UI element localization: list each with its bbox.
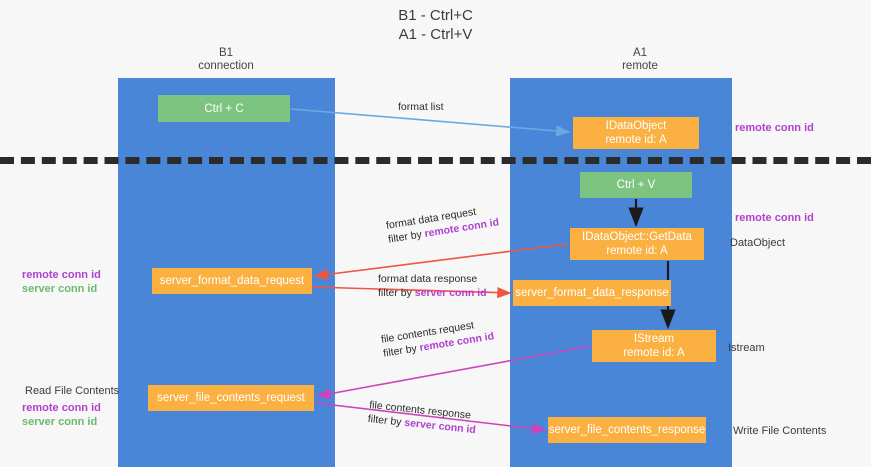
lane-header-a1-role: remote [622, 60, 658, 72]
side-label-left-conn-ids-bottom: remote conn id server conn id [22, 401, 101, 429]
side-label-left-server-conn-id-bottom: server conn id [22, 416, 98, 428]
lane-header-b1-name: B1 [218, 47, 234, 59]
side-label-left-conn-ids-mid: remote conn id server conn id [22, 268, 101, 296]
side-label-write-file-contents: Write File Contents [733, 425, 827, 437]
arrow-label-format-data-response-line2: filter by server conn id [378, 286, 487, 300]
arrow-label-format-list-text: format list [398, 101, 444, 113]
title-line-1: B1 - Ctrl+C [398, 7, 473, 24]
diagram-title: B1 - Ctrl+C A1 - Ctrl+V [0, 6, 871, 44]
node-idataobject-line1: IDataObject [605, 120, 667, 132]
node-ctrl-v-label: Ctrl + V [616, 179, 656, 191]
lane-header-a1-name: A1 [632, 47, 648, 59]
side-label-left-remote-conn-id-bottom: remote conn id [22, 402, 101, 414]
arrow-label-format-data-response-line1: format data response [378, 273, 478, 285]
node-server-file-contents-request-label: server_file_contents_request [157, 392, 305, 404]
node-istream-line2: remote id: A [623, 347, 685, 359]
node-ctrl-v[interactable]: Ctrl + V [580, 172, 692, 198]
arrow-label-file-contents-response: file contents response filter by server … [367, 398, 478, 437]
side-label-left-remote-conn-id-mid: remote conn id [22, 269, 101, 281]
arrow-label-file-contents-request: file contents request filter by remote c… [380, 315, 495, 360]
lane-header-a1: A1 remote [560, 47, 720, 73]
lane-header-b1-role: connection [198, 60, 254, 72]
title-line-2: A1 - Ctrl+V [398, 26, 473, 43]
arrow-label-format-data-response-prefix: filter by [378, 287, 415, 299]
node-getdata-line1: IDataObject::GetData [582, 231, 692, 243]
arrow-label-format-data-response: format data response filter by server co… [378, 272, 487, 300]
node-istream[interactable]: IStream remote id: A [592, 330, 716, 362]
node-idataobject[interactable]: IDataObject remote id: A [573, 117, 699, 149]
node-ctrl-c-label: Ctrl + C [204, 102, 244, 115]
node-idataobject-line2: remote id: A [605, 134, 667, 146]
side-label-read-file-contents: Read File Contents [25, 385, 120, 397]
node-istream-line1: IStream [633, 333, 675, 345]
node-idataobject-getdata[interactable]: IDataObject::GetData remote id: A [570, 228, 704, 260]
arrow-label-format-data-request: format data request filter by remote con… [385, 201, 500, 246]
side-label-istream: Istream [728, 342, 765, 354]
node-server-format-data-request-label: server_format_data_request [159, 275, 305, 287]
lane-header-b1: B1 connection [146, 47, 306, 73]
arrow-label-file-contents-response-prefix: filter by [367, 412, 405, 429]
node-server-file-contents-response[interactable]: server_file_contents_response [548, 417, 706, 443]
side-label-remote-conn-id-mid: remote conn id [735, 212, 814, 224]
node-server-file-contents-request[interactable]: server_file_contents_request [148, 385, 314, 411]
node-ctrl-c[interactable]: Ctrl + C [158, 95, 290, 122]
side-label-remote-conn-id-top: remote conn id [735, 122, 814, 134]
node-server-format-data-request[interactable]: server_format_data_request [152, 268, 312, 294]
side-label-dataobject: DataObject [730, 237, 786, 249]
node-server-file-contents-response-label: server_file_contents_response [548, 424, 706, 436]
arrow-label-format-data-response-highlight: server conn id [414, 287, 487, 299]
arrow-label-format-list: format list [398, 100, 444, 114]
node-server-format-data-response-label: server_format_data_response [515, 287, 669, 299]
phase-divider [0, 157, 871, 164]
node-server-format-data-response[interactable]: server_format_data_response [513, 280, 671, 306]
side-label-left-server-conn-id-mid: server conn id [22, 283, 98, 295]
node-getdata-line2: remote id: A [606, 245, 668, 257]
